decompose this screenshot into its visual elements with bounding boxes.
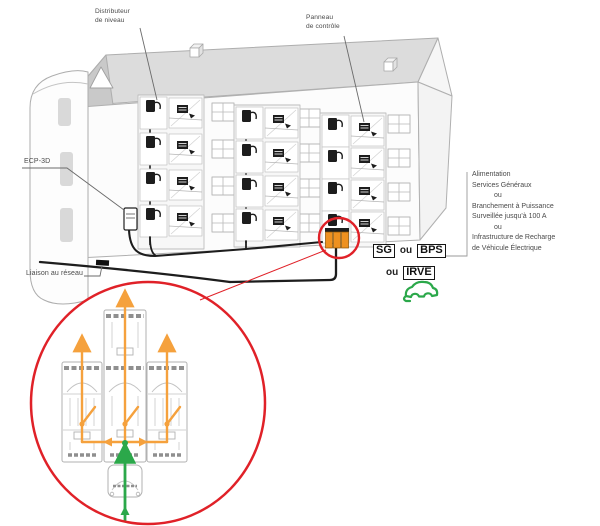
supply-options-annotation: Alimentation Services Généraux ou Branch… (472, 170, 600, 254)
riser-column-3 (319, 112, 387, 248)
zoom-connector-line (199, 249, 327, 301)
annotation-line: ou (494, 223, 502, 231)
label-ecp-3d: ECP-3D (24, 158, 51, 165)
cables (38, 228, 338, 284)
riser1-drop-cable (149, 236, 156, 256)
callout-distribution-modules (60, 288, 189, 521)
ou-word: ou (399, 245, 413, 257)
zoom-ellipse (29, 280, 267, 526)
gable-wall (417, 81, 453, 241)
annotation-bracket (446, 172, 468, 257)
leader-lines (22, 27, 468, 277)
annotation-line: Alimentation (472, 171, 511, 178)
supply-arrow-green (113, 440, 137, 521)
annotation-line: Infrastructure de Recharge (472, 234, 556, 241)
building (29, 37, 453, 305)
roof-dormer (89, 66, 114, 89)
network-junction-box (95, 259, 110, 266)
network-to-device-cable (228, 245, 338, 284)
leader-ecp (22, 167, 125, 211)
badge-row-sg-bps: SG ou BPS (373, 244, 446, 258)
riser-column-1 (137, 94, 205, 250)
label-panneau-de-controle: Panneau de contrôle (306, 14, 340, 30)
leader-liaison (84, 265, 103, 277)
network-cable (38, 260, 232, 284)
annotation-line: ou (494, 192, 502, 199)
label-liaison-au-reseau: Liaison au réseau (26, 270, 83, 277)
ev-car-icon (402, 280, 439, 303)
irve-badge: IRVE (403, 266, 435, 280)
badge-row-irve: ou IRVE (386, 266, 435, 280)
riser-column-2 (233, 104, 301, 248)
annotation-line: de Véhicule Électrique (472, 244, 542, 252)
ou-word: ou (386, 267, 399, 279)
leader-distributeur (139, 27, 158, 101)
annotation-line: Surveillée jusqu'à 100 A (472, 213, 547, 220)
zoom-circle (317, 216, 361, 260)
ecp-3d-box (123, 207, 138, 231)
label-distributeur-de-niveau: Distributeur de niveau (95, 8, 130, 24)
sg-badge: SG (373, 244, 395, 258)
building-feeder-cable (127, 228, 324, 258)
leader-panneau (343, 35, 365, 123)
stair-tower (29, 70, 89, 305)
sg-bps-device (325, 228, 349, 249)
bps-badge: BPS (417, 244, 446, 258)
annotation-line: Services Généraux (472, 181, 532, 189)
annotation-line: Branchement à Puissance (472, 202, 554, 210)
